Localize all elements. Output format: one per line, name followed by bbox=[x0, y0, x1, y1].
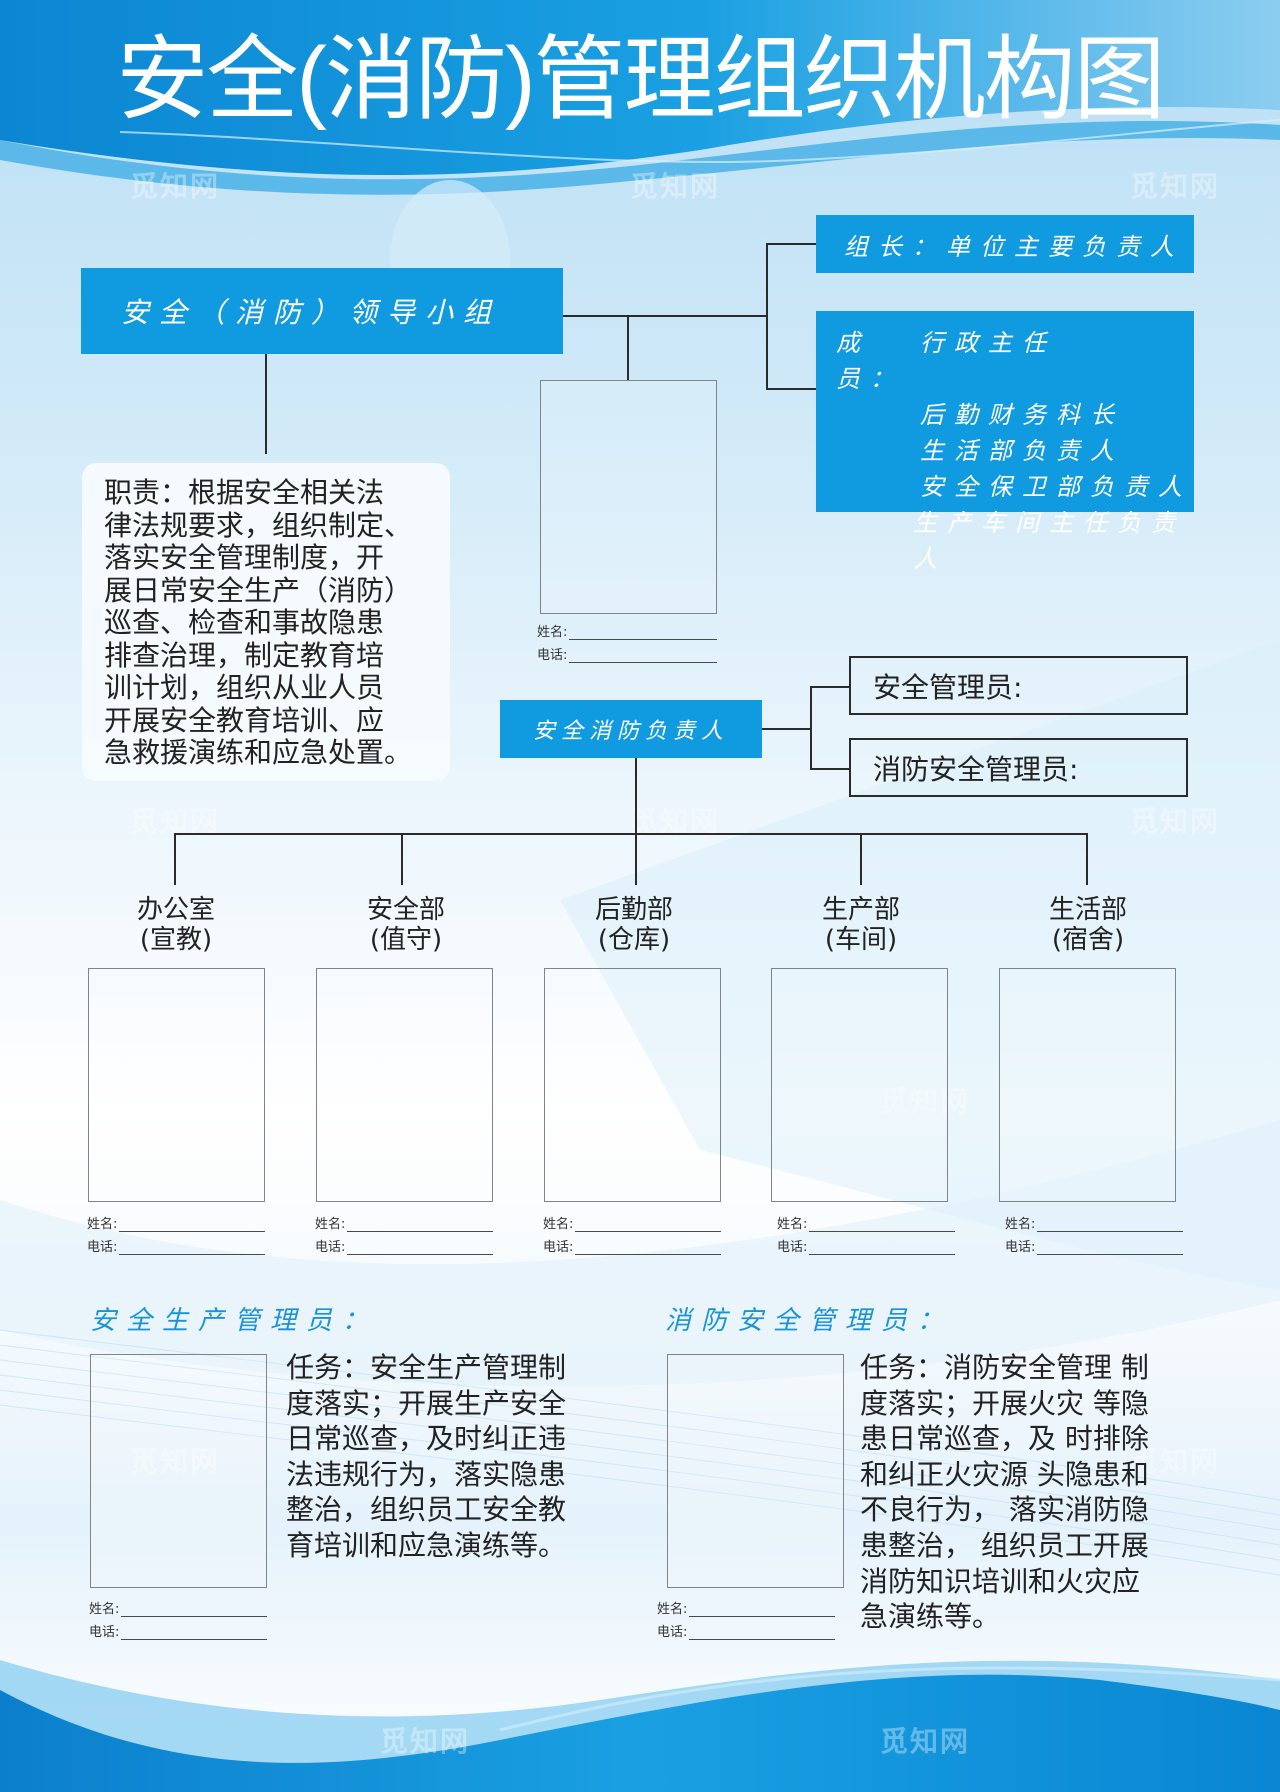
duties-line: 开展安全教育培训、应 bbox=[104, 703, 385, 737]
member-item: 生产车间主任负责人 bbox=[913, 509, 1186, 573]
connector-line bbox=[762, 728, 812, 730]
connector-line bbox=[810, 686, 850, 688]
connector-line bbox=[766, 243, 816, 245]
group-head-text: 组长：单位主要负责人 bbox=[844, 232, 1184, 261]
duties-line: 排查治理，制定教育培 bbox=[104, 638, 385, 672]
leadership-group-title: 安全（消防）领导小组 bbox=[121, 296, 502, 329]
connector-line bbox=[401, 833, 403, 885]
leadership-group-box: 安全（消防）领导小组 bbox=[81, 268, 563, 354]
members-label: 成员： bbox=[836, 329, 904, 393]
manager-task-text: 任务：安全生产管理制 度落实；开展生产安全 日常巡查，及时纠正违 法违规行为，落… bbox=[286, 1351, 567, 1562]
connector-line bbox=[766, 388, 816, 390]
department-photo-frame bbox=[544, 968, 721, 1202]
department-photo-frame bbox=[316, 968, 493, 1202]
safety-production-manager-title: 安全生产管理员： bbox=[90, 1306, 379, 1336]
duties-line: 训计划，组织从业人员 bbox=[104, 671, 385, 704]
duties-line: 展日常安全生产（消防） bbox=[104, 573, 413, 607]
connector-line bbox=[635, 833, 637, 885]
watermark: 觅知网 bbox=[630, 805, 721, 838]
watermark: 觅知网 bbox=[380, 1725, 471, 1758]
leader-name-field[interactable]: 姓名: bbox=[537, 620, 717, 640]
department-name-field[interactable]: 姓名: bbox=[777, 1212, 955, 1232]
group-head-box: 组长：单位主要负责人 bbox=[816, 215, 1194, 273]
connector-line bbox=[860, 833, 862, 885]
department-label: 生产部 (车间) bbox=[821, 895, 900, 955]
safety-officer-title: 安全消防负责人 bbox=[532, 719, 729, 744]
manager-phone-field[interactable]: 电话: bbox=[89, 1620, 267, 1640]
leader-photo-frame bbox=[540, 380, 717, 614]
fire-safety-manager-box[interactable]: 消防安全管理员: bbox=[849, 738, 1188, 797]
safety-manager-box[interactable]: 安全管理员: bbox=[849, 656, 1188, 715]
watermark: 觅知网 bbox=[630, 170, 721, 203]
manager-phone-field[interactable]: 电话: bbox=[657, 1620, 835, 1640]
watermark: 觅知网 bbox=[130, 1445, 221, 1478]
connector-line bbox=[265, 354, 267, 454]
fire-safety-manager-title: 消防安全管理员： bbox=[665, 1306, 954, 1336]
connector-line bbox=[810, 768, 850, 770]
connector-line bbox=[1086, 833, 1088, 885]
connector-line bbox=[635, 758, 637, 835]
watermark: 觅知网 bbox=[1130, 170, 1221, 203]
watermark: 觅知网 bbox=[130, 805, 221, 838]
connector-line bbox=[627, 315, 629, 380]
leader-phone-field[interactable]: 电话: bbox=[537, 643, 717, 663]
connector-line bbox=[563, 315, 767, 317]
page-title: 安全(消防)管理组织机构图 bbox=[116, 29, 1165, 131]
department-photo-frame bbox=[88, 968, 265, 1202]
department-name-field[interactable]: 姓名: bbox=[315, 1212, 493, 1232]
department-name-field[interactable]: 姓名: bbox=[1005, 1212, 1183, 1232]
watermark: 觅知网 bbox=[880, 1085, 971, 1118]
watermark: 觅知网 bbox=[880, 1725, 971, 1758]
manager-photo-frame bbox=[667, 1354, 844, 1588]
group-members-box: 成员： 行政主任 后勤财务科长 生活部负责人 安全保卫部负责人 生产车间主任负责人 bbox=[816, 311, 1194, 573]
member-item: 安全保卫部负责人 bbox=[920, 473, 1192, 501]
connector-line bbox=[174, 833, 1088, 835]
duties-card: 职责：根据安全相关法 律法规要求，组织制定、 落实安全管理制度，开 展日常安全生… bbox=[82, 463, 450, 781]
department-label: 生活部 (宿舍) bbox=[1048, 895, 1127, 955]
department-phone-field[interactable]: 电话: bbox=[543, 1235, 721, 1255]
department-name-field[interactable]: 姓名: bbox=[543, 1212, 721, 1232]
department-name-field[interactable]: 姓名: bbox=[87, 1212, 265, 1232]
department-phone-field[interactable]: 电话: bbox=[1005, 1235, 1183, 1255]
duties-line: 职责：根据安全相关法 bbox=[104, 476, 385, 509]
duties-line: 律法规要求，组织制定、 bbox=[104, 508, 413, 542]
safety-officer-box: 安全消防负责人 bbox=[500, 700, 762, 758]
duties-line: 落实安全管理制度，开 bbox=[104, 541, 385, 574]
watermark: 觅知网 bbox=[130, 170, 221, 203]
manager-name-field[interactable]: 姓名: bbox=[657, 1597, 835, 1617]
department-label: 办公室 (宣教) bbox=[136, 895, 215, 955]
department-label: 后勤部 (仓库) bbox=[594, 895, 673, 955]
member-item: 生活部负责人 bbox=[920, 437, 1124, 465]
connector-line bbox=[174, 833, 176, 885]
watermark: 觅知网 bbox=[1130, 805, 1221, 838]
member-item: 行政主任 bbox=[920, 329, 1056, 357]
watermark: 觅知网 bbox=[1130, 1445, 1221, 1478]
duties-line: 急救援演练和应急处置。 bbox=[104, 736, 413, 769]
department-photo-frame bbox=[999, 968, 1176, 1202]
connector-line bbox=[766, 243, 768, 390]
connector-line bbox=[810, 686, 812, 770]
manager-task-text: 任务：消防安全管理 制 度落实；开展火灾 等隐 患日常巡查，及 时排除 和纠正火… bbox=[860, 1351, 1149, 1634]
department-photo-frame bbox=[771, 968, 948, 1202]
department-phone-field[interactable]: 电话: bbox=[315, 1235, 493, 1255]
manager-name-field[interactable]: 姓名: bbox=[89, 1597, 267, 1617]
member-item: 后勤财务科长 bbox=[920, 401, 1124, 429]
department-phone-field[interactable]: 电话: bbox=[87, 1235, 265, 1255]
duties-line: 巡查、检查和事故隐患 bbox=[104, 606, 385, 639]
manager-photo-frame bbox=[90, 1354, 267, 1588]
department-phone-field[interactable]: 电话: bbox=[777, 1235, 955, 1255]
department-label: 安全部 (值守) bbox=[366, 895, 445, 955]
